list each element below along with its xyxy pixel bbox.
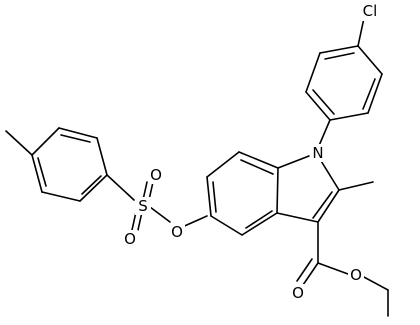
bond-ring-n xyxy=(317,119,331,149)
oxygen-sulfonyl-top-label: O xyxy=(150,166,162,184)
atom-nitrogen: N xyxy=(310,144,326,162)
chlorophenyl-ring xyxy=(305,45,383,121)
oxygen-ester-link-label: O xyxy=(171,223,183,241)
atom-chlorine: Cl xyxy=(358,1,382,21)
sulfur-label: S xyxy=(138,197,148,215)
bond-ring-cl xyxy=(357,17,365,47)
tolyl-ring xyxy=(31,127,108,202)
ethyl-ester-group xyxy=(296,221,389,317)
atom-sulfur: S xyxy=(135,197,151,215)
oxygen-ethoxy-label: O xyxy=(350,266,362,284)
atom-oxygen-sulfonyl-bottom: O xyxy=(122,230,138,248)
bond-methyl-c2 xyxy=(338,181,374,191)
atom-oxygen-ester-link: O xyxy=(169,223,185,241)
atom-oxygen-ethoxy: O xyxy=(348,266,364,284)
nitrogen-label: N xyxy=(312,144,323,162)
atom-oxygen-sulfonyl-top: O xyxy=(148,166,164,184)
chlorine-label: Cl xyxy=(363,2,378,20)
bond-tolyl-methyl xyxy=(5,130,33,156)
indole-core xyxy=(206,151,340,236)
oxygen-carbonyl-label: O xyxy=(292,284,304,302)
atom-oxygen-carbonyl: O xyxy=(290,284,306,302)
oxygen-sulfonyl-bottom-label: O xyxy=(124,230,136,248)
